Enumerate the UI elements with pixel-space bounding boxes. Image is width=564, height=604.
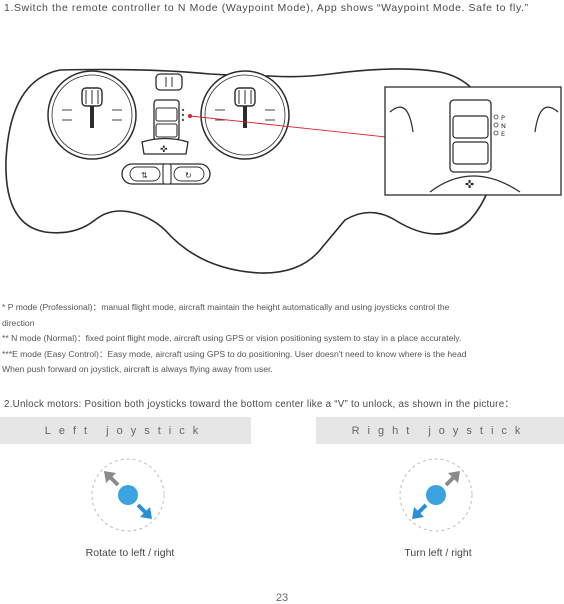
mode-label-n: N xyxy=(501,122,506,130)
arm-icon: ✜ xyxy=(465,178,474,191)
arrow-down-right-icon xyxy=(136,503,152,519)
center-slot xyxy=(162,163,172,185)
arrow-up-left-icon xyxy=(104,471,120,487)
indicator-line xyxy=(189,115,396,139)
right-joystick-label: Right joystick xyxy=(316,417,564,444)
left-joystick-diagram xyxy=(91,458,165,532)
left-stick-well xyxy=(47,70,137,160)
note-n-mode: ** N mode (Normal)：fixed point flight mo… xyxy=(2,333,462,343)
note-p-mode: * P mode (Professional)：manual flight mo… xyxy=(2,302,450,312)
svg-text:↻: ↻ xyxy=(185,171,192,180)
right-stick-knob xyxy=(426,485,446,505)
mode-switch-zoom-box: P N E ✜ xyxy=(384,86,562,196)
svg-text:✜: ✜ xyxy=(160,145,168,155)
mode-label-p: P xyxy=(501,114,505,122)
left-joystick-label: Left joystick xyxy=(0,417,251,444)
left-stick-knob xyxy=(118,485,138,505)
arrow-down-left-icon xyxy=(412,503,428,519)
step1-instruction: 1.Switch the remote controller to N Mode… xyxy=(4,2,529,14)
power-button-top xyxy=(155,73,183,91)
note-e-mode-cont: When push forward on joystick, aircraft … xyxy=(2,364,273,374)
right-joystick-diagram xyxy=(399,458,473,532)
note-p-mode-cont: direction xyxy=(2,317,35,328)
takeoff-land-button xyxy=(129,166,161,182)
arm-button xyxy=(141,137,189,155)
left-joystick-caption: Rotate to left / right xyxy=(85,547,175,559)
return-home-button xyxy=(173,166,205,182)
right-stick-well xyxy=(200,70,290,160)
svg-text:⇅: ⇅ xyxy=(141,171,148,180)
step2-instruction: 2.Unlock motors: Position both joysticks… xyxy=(4,399,515,410)
mode-label-e: E xyxy=(501,130,505,138)
page-number: 23 xyxy=(275,592,289,604)
mode-notes: * P mode (Professional)：manual flight mo… xyxy=(2,300,564,378)
remote-controller-illustration: ✜ ⇅ ↻ P N E ✜ xyxy=(5,68,562,274)
note-e-mode: ***E mode (Easy Control)：Easy mode, airc… xyxy=(2,348,467,359)
arrow-up-right-icon xyxy=(444,471,460,487)
mode-switch xyxy=(153,99,185,141)
right-joystick-caption: Turn left / right xyxy=(404,547,472,559)
